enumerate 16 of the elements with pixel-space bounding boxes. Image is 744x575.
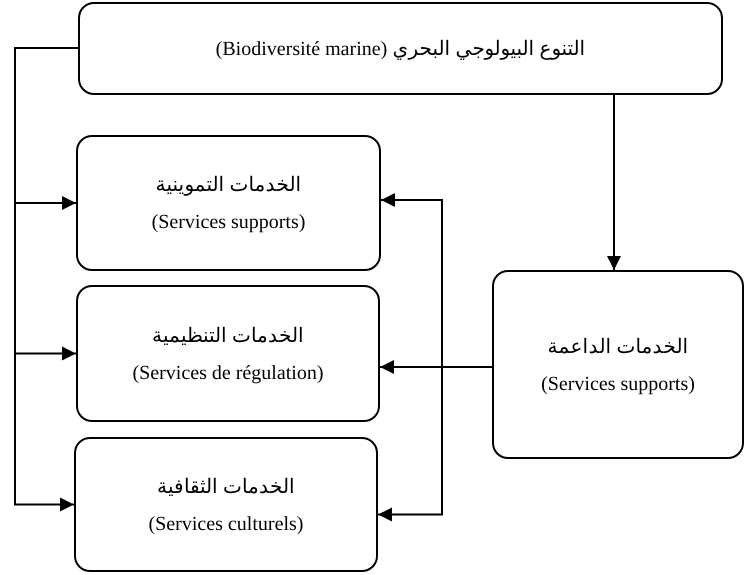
box-text: الخدمات التنظيمية	[152, 324, 304, 348]
service-box	[78, 2, 723, 95]
service-box	[492, 270, 744, 459]
arrow	[378, 366, 492, 522]
box-text: الخدمات الثقافية	[157, 474, 295, 498]
box-text: (Services de régulation)	[132, 362, 324, 384]
service-box	[76, 135, 381, 271]
box-text: (Services culturels)	[148, 512, 304, 536]
box-text: الخدمات التموينية	[156, 173, 302, 197]
box-text: التنوع البيولوجي البحري (Biodiversité marine)	[216, 37, 586, 61]
box-text: (Services supports)	[152, 211, 306, 234]
box-text: (Services supports)	[541, 372, 695, 396]
arrow	[607, 95, 621, 270]
service-box	[74, 437, 378, 572]
box-text: الخدمات الداعمة	[548, 334, 688, 358]
service-box	[76, 285, 380, 422]
